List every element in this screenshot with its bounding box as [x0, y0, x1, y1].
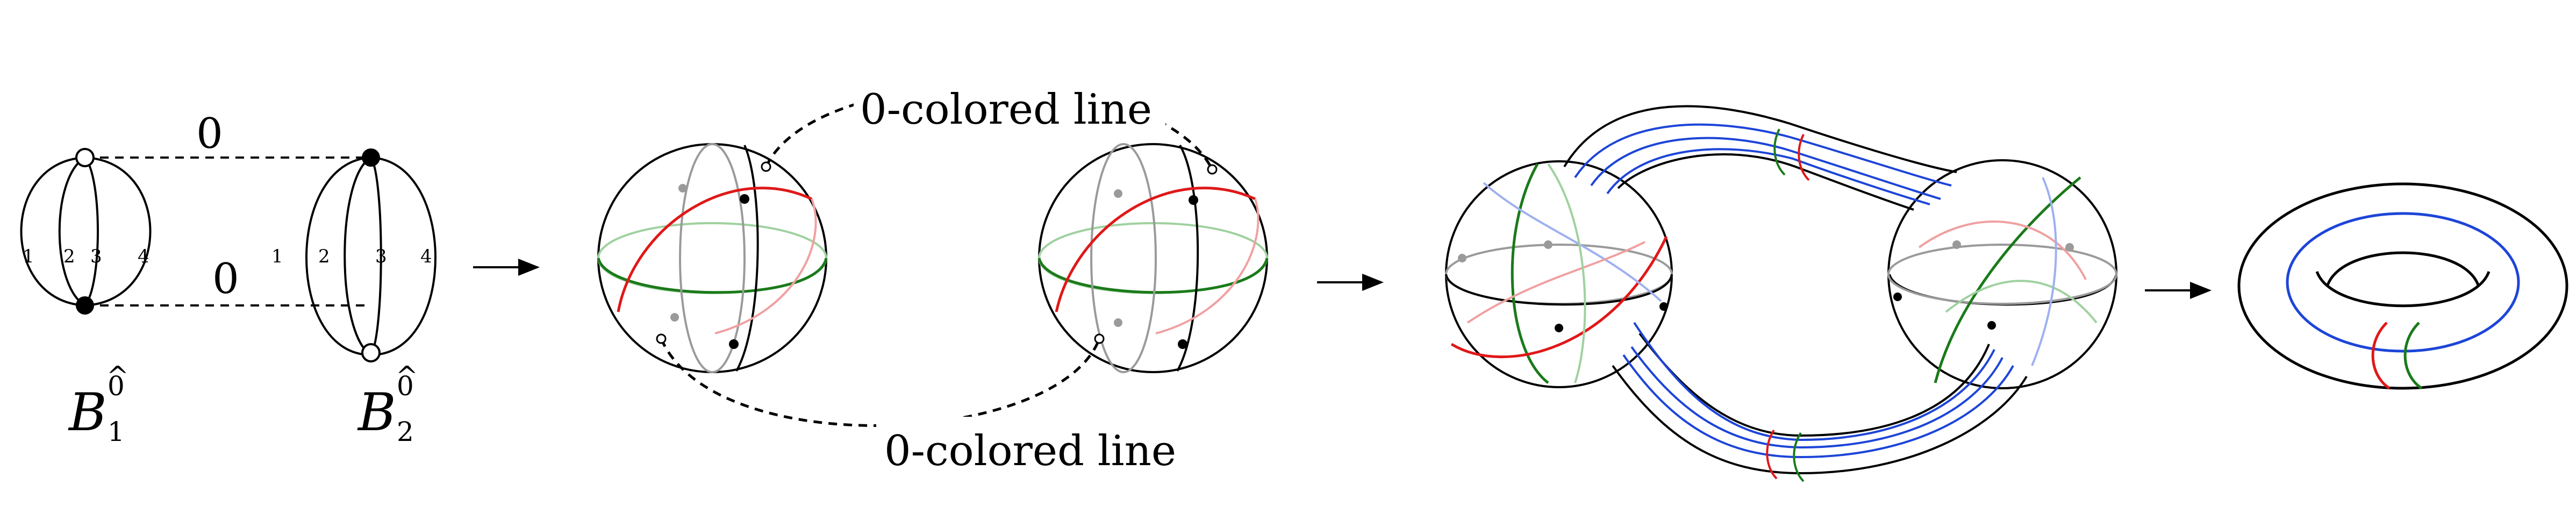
sphere-b-marker-bottom: [1094, 333, 1105, 344]
ball-2-edge-2: 2: [318, 246, 330, 267]
ball-2-black-vertex: [362, 148, 380, 167]
ball-1-black-vertex: [76, 296, 94, 315]
zero-colored-line-top-label: 0-colored line: [860, 86, 1152, 134]
sphere-a-marker-top: [761, 161, 771, 172]
edge-label-bottom: 0: [212, 255, 239, 303]
ball-1-hat-icon: ^: [106, 360, 129, 391]
ball-1: [20, 156, 152, 307]
edge-label-top: 0: [196, 110, 223, 158]
ball-2-edge-1: 1: [271, 246, 283, 267]
torus-outer: [2237, 182, 2568, 390]
ball-1-edge-2: 2: [63, 246, 75, 267]
sphere-b-vertex-2: [1178, 339, 1187, 349]
sphere-a: [597, 143, 828, 373]
ball-1-sub: 1: [108, 416, 125, 447]
ball-1-edge-1: 1: [23, 246, 34, 267]
ball-2-edge-4: 4: [420, 246, 432, 267]
ball-2-sup: 0: [397, 370, 414, 402]
torus-hole-bottom: [2315, 271, 2491, 308]
zero-colored-line-bottom: [660, 338, 1101, 427]
sphere-b-vertex-4: [1114, 318, 1122, 327]
ball-2-white-vertex: [361, 343, 381, 362]
panel-3-tubes: [1445, 105, 2117, 482]
sphere-b-vertex-1: [1189, 195, 1198, 205]
ball-2-hat-icon: ^: [396, 360, 418, 391]
ball-1-sup: 0: [108, 370, 125, 402]
sphere-b-vertex-3: [1114, 189, 1122, 198]
sphere-b: [1037, 143, 1269, 373]
torus-red-meridian: [2371, 322, 2391, 390]
ball-2-sub: 2: [397, 416, 414, 447]
zero-colored-line-bottom-label: 0-colored line: [884, 427, 1176, 475]
ball-2-name: B: [357, 382, 396, 443]
torus-green-meridian: [2403, 322, 2423, 390]
sphere-a-vertex-1: [740, 194, 749, 204]
ball-2-edge-3: 3: [375, 246, 387, 267]
ball-1-white-vertex: [75, 148, 95, 167]
torus-blue-cycle: [2286, 212, 2520, 353]
ball-1-edge-3: 3: [90, 246, 102, 267]
ball-2: [305, 156, 437, 356]
ball-1-edge-4: 4: [138, 246, 149, 267]
panel-1-bubbles: 0 0 1 2 3 4 1 2 3 4 B 0 ^ 1 B: [20, 110, 437, 447]
panel-2-spheres: 0-colored line 0-colored line: [597, 81, 1269, 475]
ball-1-name: B: [68, 382, 107, 443]
torus-hole-top: [2326, 251, 2480, 286]
sphere-a-vertex-3: [678, 184, 687, 193]
sphere-a-vertex-2: [729, 339, 739, 349]
sphere-a-vertex-4: [670, 313, 679, 322]
panel-4-torus: [2237, 182, 2568, 390]
tube-sphere-left: [1445, 160, 1673, 388]
sphere-a-marker-bottom: [656, 333, 667, 344]
sphere-b-marker-top: [1207, 164, 1218, 175]
